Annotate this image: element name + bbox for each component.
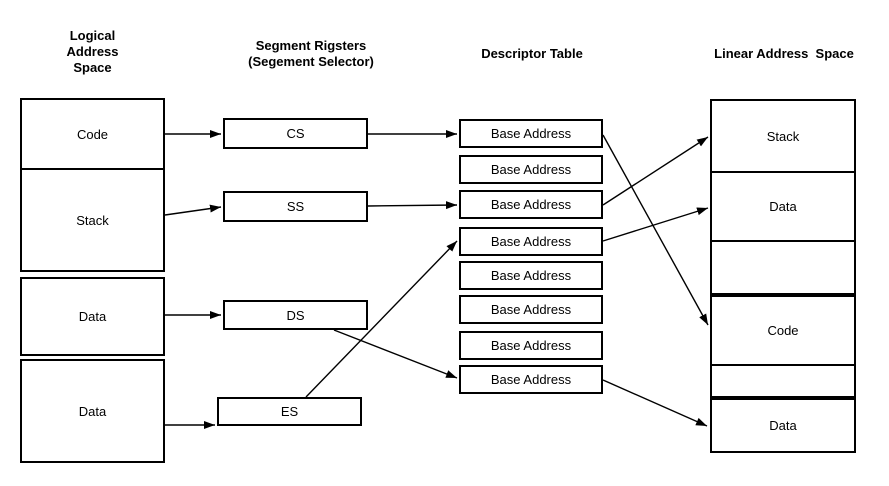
segment-label: Stack [76, 212, 109, 228]
register-cs: CS [223, 118, 368, 149]
arrow-descriptor-8-to-data [602, 379, 708, 427]
descriptor-row-2: Base Address [459, 155, 603, 184]
logical-segment-code: Code [20, 98, 165, 170]
arrow-stack-to-ss [164, 204, 222, 216]
descriptor-row-label: Base Address [490, 126, 572, 141]
segment-label: Data [78, 309, 107, 324]
arrow-ss-to-descriptor-3 [367, 201, 458, 210]
descriptor-row-label: Base Address [490, 302, 572, 317]
descriptor-row-label: Base Address [490, 268, 572, 283]
descriptor-row-1: Base Address [459, 119, 603, 148]
segment-label: Data [78, 403, 107, 419]
linear-segment-empty-2 [710, 364, 856, 398]
descriptor-table-title: Descriptor Table [481, 46, 583, 61]
logical-address-space-title: Logical Address Space [66, 28, 119, 75]
linear-segment-code: Code [710, 295, 856, 366]
arrow-descriptor-1-to-code [602, 134, 709, 326]
descriptor-row-label: Base Address [490, 372, 572, 387]
linear-segment-data-2: Data [710, 398, 856, 453]
descriptor-row-3: Base Address [459, 190, 603, 219]
register-label: DS [286, 307, 305, 323]
descriptor-row-label: Base Address [490, 234, 572, 249]
segment-label: Stack [766, 128, 800, 144]
linear-segment-empty-1 [710, 240, 856, 295]
descriptor-row-label: Base Address [490, 338, 572, 353]
linear-segment-stack: Stack [710, 99, 856, 173]
descriptor-row-5: Base Address [459, 261, 603, 290]
linear-address-space-title: Linear Address Space [714, 46, 854, 61]
arrow-descriptor-4-to-data [602, 207, 709, 242]
descriptor-row-6: Base Address [459, 295, 603, 324]
register-label: SS [286, 199, 305, 214]
segment-label: Code [767, 323, 799, 338]
logical-segment-data-2: Data [20, 359, 165, 463]
segment-registers-title: Segment Rigsters (Segement Selector) [248, 38, 374, 69]
arrow-descriptor-3-to-stack [602, 136, 709, 206]
logical-segment-stack: Stack [20, 168, 165, 272]
register-ss: SS [223, 191, 368, 222]
register-label: CS [286, 126, 305, 141]
register-es: ES [217, 397, 362, 426]
register-ds: DS [223, 300, 368, 330]
descriptor-row-label: Base Address [490, 162, 572, 177]
descriptor-row-8: Base Address [459, 365, 603, 394]
linear-segment-data-1: Data [710, 171, 856, 242]
arrow-ds-to-descriptor-8 [333, 329, 458, 379]
register-label: ES [280, 404, 299, 419]
segment-label: Data [769, 418, 797, 433]
descriptor-row-7: Base Address [459, 331, 603, 360]
descriptor-row-label: Base Address [490, 197, 572, 212]
segment-label: Data [769, 199, 797, 214]
descriptor-row-4: Base Address [459, 227, 603, 256]
segment-label: Code [76, 126, 109, 142]
logical-segment-data-1: Data [20, 277, 165, 356]
